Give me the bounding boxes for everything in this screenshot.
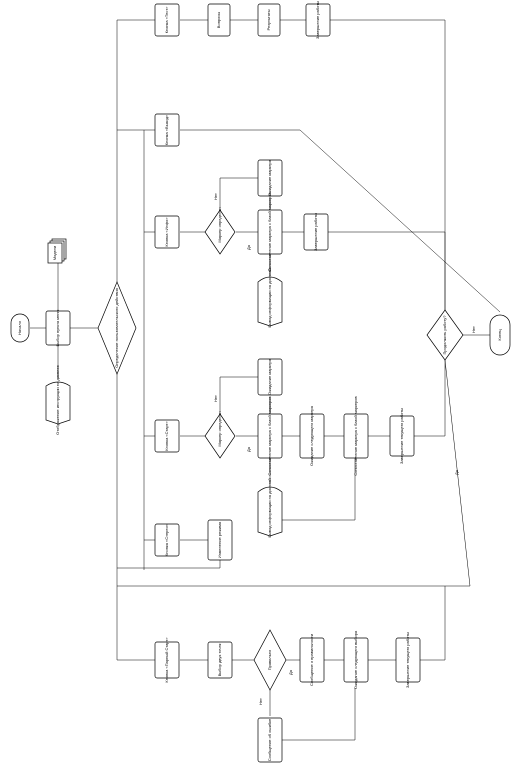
node-start: Начало	[10, 313, 30, 343]
edge-label-no-continue: Нет	[471, 326, 476, 333]
edge-label-yes-start: Да	[246, 446, 251, 452]
node-wait-next-start: Ожидание следующего маркера	[299, 405, 325, 466]
node-finish-info-label: Завершение работы	[313, 213, 318, 251]
node-btn-mode-label: Кнопка «Стерео»	[164, 523, 169, 556]
edge-finish-info-continue	[328, 231, 446, 310]
edge-finish-test-end	[330, 19, 446, 310]
node-wait-marker-start-label: Ожидание маркера	[267, 358, 272, 395]
node-wait-marker-info-label: Ожидание маркера	[267, 159, 272, 196]
node-marker-q-info-label: Маркер определен	[217, 207, 222, 242]
node-user-choice: Определение пользовательского действия	[97, 281, 137, 375]
edge-compare2-display-mid	[280, 458, 356, 521]
node-compare-start: Сопоставление маркера с базой маркеров	[257, 396, 283, 476]
edge-start-no	[219, 376, 258, 414]
node-msg-error-label: Сообщение об ошибке	[267, 718, 272, 761]
node-finish-pair-label: Завершение текущего работы	[405, 632, 410, 688]
edge-labels: Нет Да Нет Да Нет Да Да Нет	[213, 193, 476, 705]
node-questions-label: Вопросы	[216, 12, 221, 29]
edge-error-wait	[282, 688, 356, 741]
node-msg-correct-label: Сообщение о правильности	[309, 634, 314, 686]
node-results: Результаты	[257, 3, 281, 37]
node-continue-q: Продолжить работу?	[426, 309, 464, 361]
node-finish-pair: Завершение текущего работы	[395, 632, 421, 688]
node-show-instruction: Отображение инструкции на дисплее	[45, 364, 71, 435]
edge-label-yes-info: Да	[246, 244, 251, 250]
node-display-info-mid-label: Вывод информации на дисплей	[267, 478, 272, 537]
node-btn-start[interactable]: Кнопка «Старт»	[154, 419, 180, 453]
node-marker-q-start-label: Маркер определен	[217, 411, 222, 446]
node-wait-marker-info: Ожидание маркера	[257, 159, 283, 197]
node-msg-error: Сообщение об ошибке	[257, 717, 283, 763]
node-msg-correct: Сообщение о правильности	[299, 634, 325, 686]
node-display-info-mid: Вывод информации на дисплей	[257, 478, 283, 538]
node-change-mode: Изменение режима	[207, 519, 233, 561]
node-main-menu: Выбор пункта меню	[45, 310, 71, 347]
node-compare-start-label: Сопоставление маркера с базой маркеров	[267, 396, 272, 475]
node-choose-two-label: Выбор двух точек	[217, 643, 222, 676]
node-btn-start-label: Кнопка «Старт»	[164, 421, 169, 451]
node-btn-info-label: Кнопка «Инфо»	[164, 217, 169, 247]
node-compare-info-label: Сопоставление маркера с базой маркеров	[267, 192, 272, 271]
node-wait-next-pair-label: Ожидание следующего выбора	[353, 630, 358, 689]
node-btn-pair[interactable]: Кнопка «Парный Старт»	[154, 637, 180, 683]
node-wait-marker-start: Ожидание маркера	[257, 358, 283, 396]
node-show-instruction-label: Отображение инструкции на дисплее	[55, 364, 60, 434]
node-finish-start-label: Завершение текущего работы	[399, 408, 404, 464]
node-btn-exit[interactable]: Кнопка «Выход»	[154, 113, 180, 147]
nodes: Начало Модели Выбор пункта меню Отображе…	[10, 1, 511, 763]
node-correct-q: Правильно	[253, 629, 287, 691]
node-compare-info: Сопоставление маркера с базой маркеров	[257, 192, 283, 272]
node-finish-info: Завершение работы	[303, 213, 329, 251]
node-choose-two: Выбор двух точек	[207, 641, 233, 679]
edge-continue-yes	[117, 359, 471, 587]
edge-finish-start-continue	[414, 360, 446, 437]
node-display-info-top-label: Вывод информации на дисплей	[267, 268, 272, 327]
edge-label-no-start: Нет	[213, 395, 218, 402]
node-continue-q-label: Продолжить работу?	[442, 315, 447, 355]
edge-label-yes-pair: Да	[288, 669, 293, 675]
node-finish-test: Завершение работы	[305, 1, 331, 39]
edge-info-no	[219, 177, 258, 210]
node-btn-exit-label: Кнопка «Выход»	[164, 114, 169, 145]
node-start-label: Начало	[17, 320, 22, 335]
node-compare-start2: Сопоставление маркера с базой маркеров	[343, 396, 369, 476]
edge-label-no-pair: Нет	[258, 698, 263, 705]
edge-finish-pair-continue	[420, 586, 446, 661]
node-btn-info[interactable]: Кнопка «Инфо»	[154, 215, 180, 249]
node-correct-q-label: Правильно	[267, 649, 272, 670]
node-finish-test-label: Завершение работы	[315, 1, 320, 39]
node-marker-q-start: Маркер определен	[204, 411, 236, 459]
node-models-label: Модели	[52, 246, 57, 261]
node-models: Модели	[47, 238, 67, 264]
node-end: Конец	[489, 314, 511, 356]
node-marker-q-info: Маркер определен	[204, 207, 236, 255]
edge-change-back	[117, 560, 221, 569]
node-user-choice-label: Определение пользовательского действия	[114, 288, 119, 368]
node-wait-next-pair: Ожидание следующего выбора	[343, 630, 369, 689]
node-finish-start: Завершение текущего работы	[389, 408, 415, 464]
node-change-mode-label: Изменение режима	[217, 521, 222, 558]
edge-exit-end	[180, 129, 501, 313]
node-wait-next-start-label: Ожидание следующего маркера	[309, 405, 314, 466]
node-questions: Вопросы	[207, 3, 231, 37]
node-btn-pair-label: Кнопка «Парный Старт»	[164, 637, 169, 683]
node-btn-test-label: Кнопка «Тест»	[164, 6, 169, 34]
node-display-info-top: Вывод информации на дисплей	[257, 268, 283, 328]
node-end-label: Конец	[497, 329, 502, 341]
node-btn-mode[interactable]: Кнопка «Стерео»	[154, 523, 180, 557]
node-compare-start2-label: Сопоставление маркера с базой маркеров	[353, 396, 358, 475]
node-results-label: Результаты	[266, 9, 271, 30]
edge-label-no-info: Нет	[213, 193, 218, 200]
node-btn-test[interactable]: Кнопка «Тест»	[154, 3, 180, 37]
node-main-menu-label: Выбор пункта меню	[55, 310, 60, 347]
edge-label-yes-continue: Да	[454, 469, 459, 475]
